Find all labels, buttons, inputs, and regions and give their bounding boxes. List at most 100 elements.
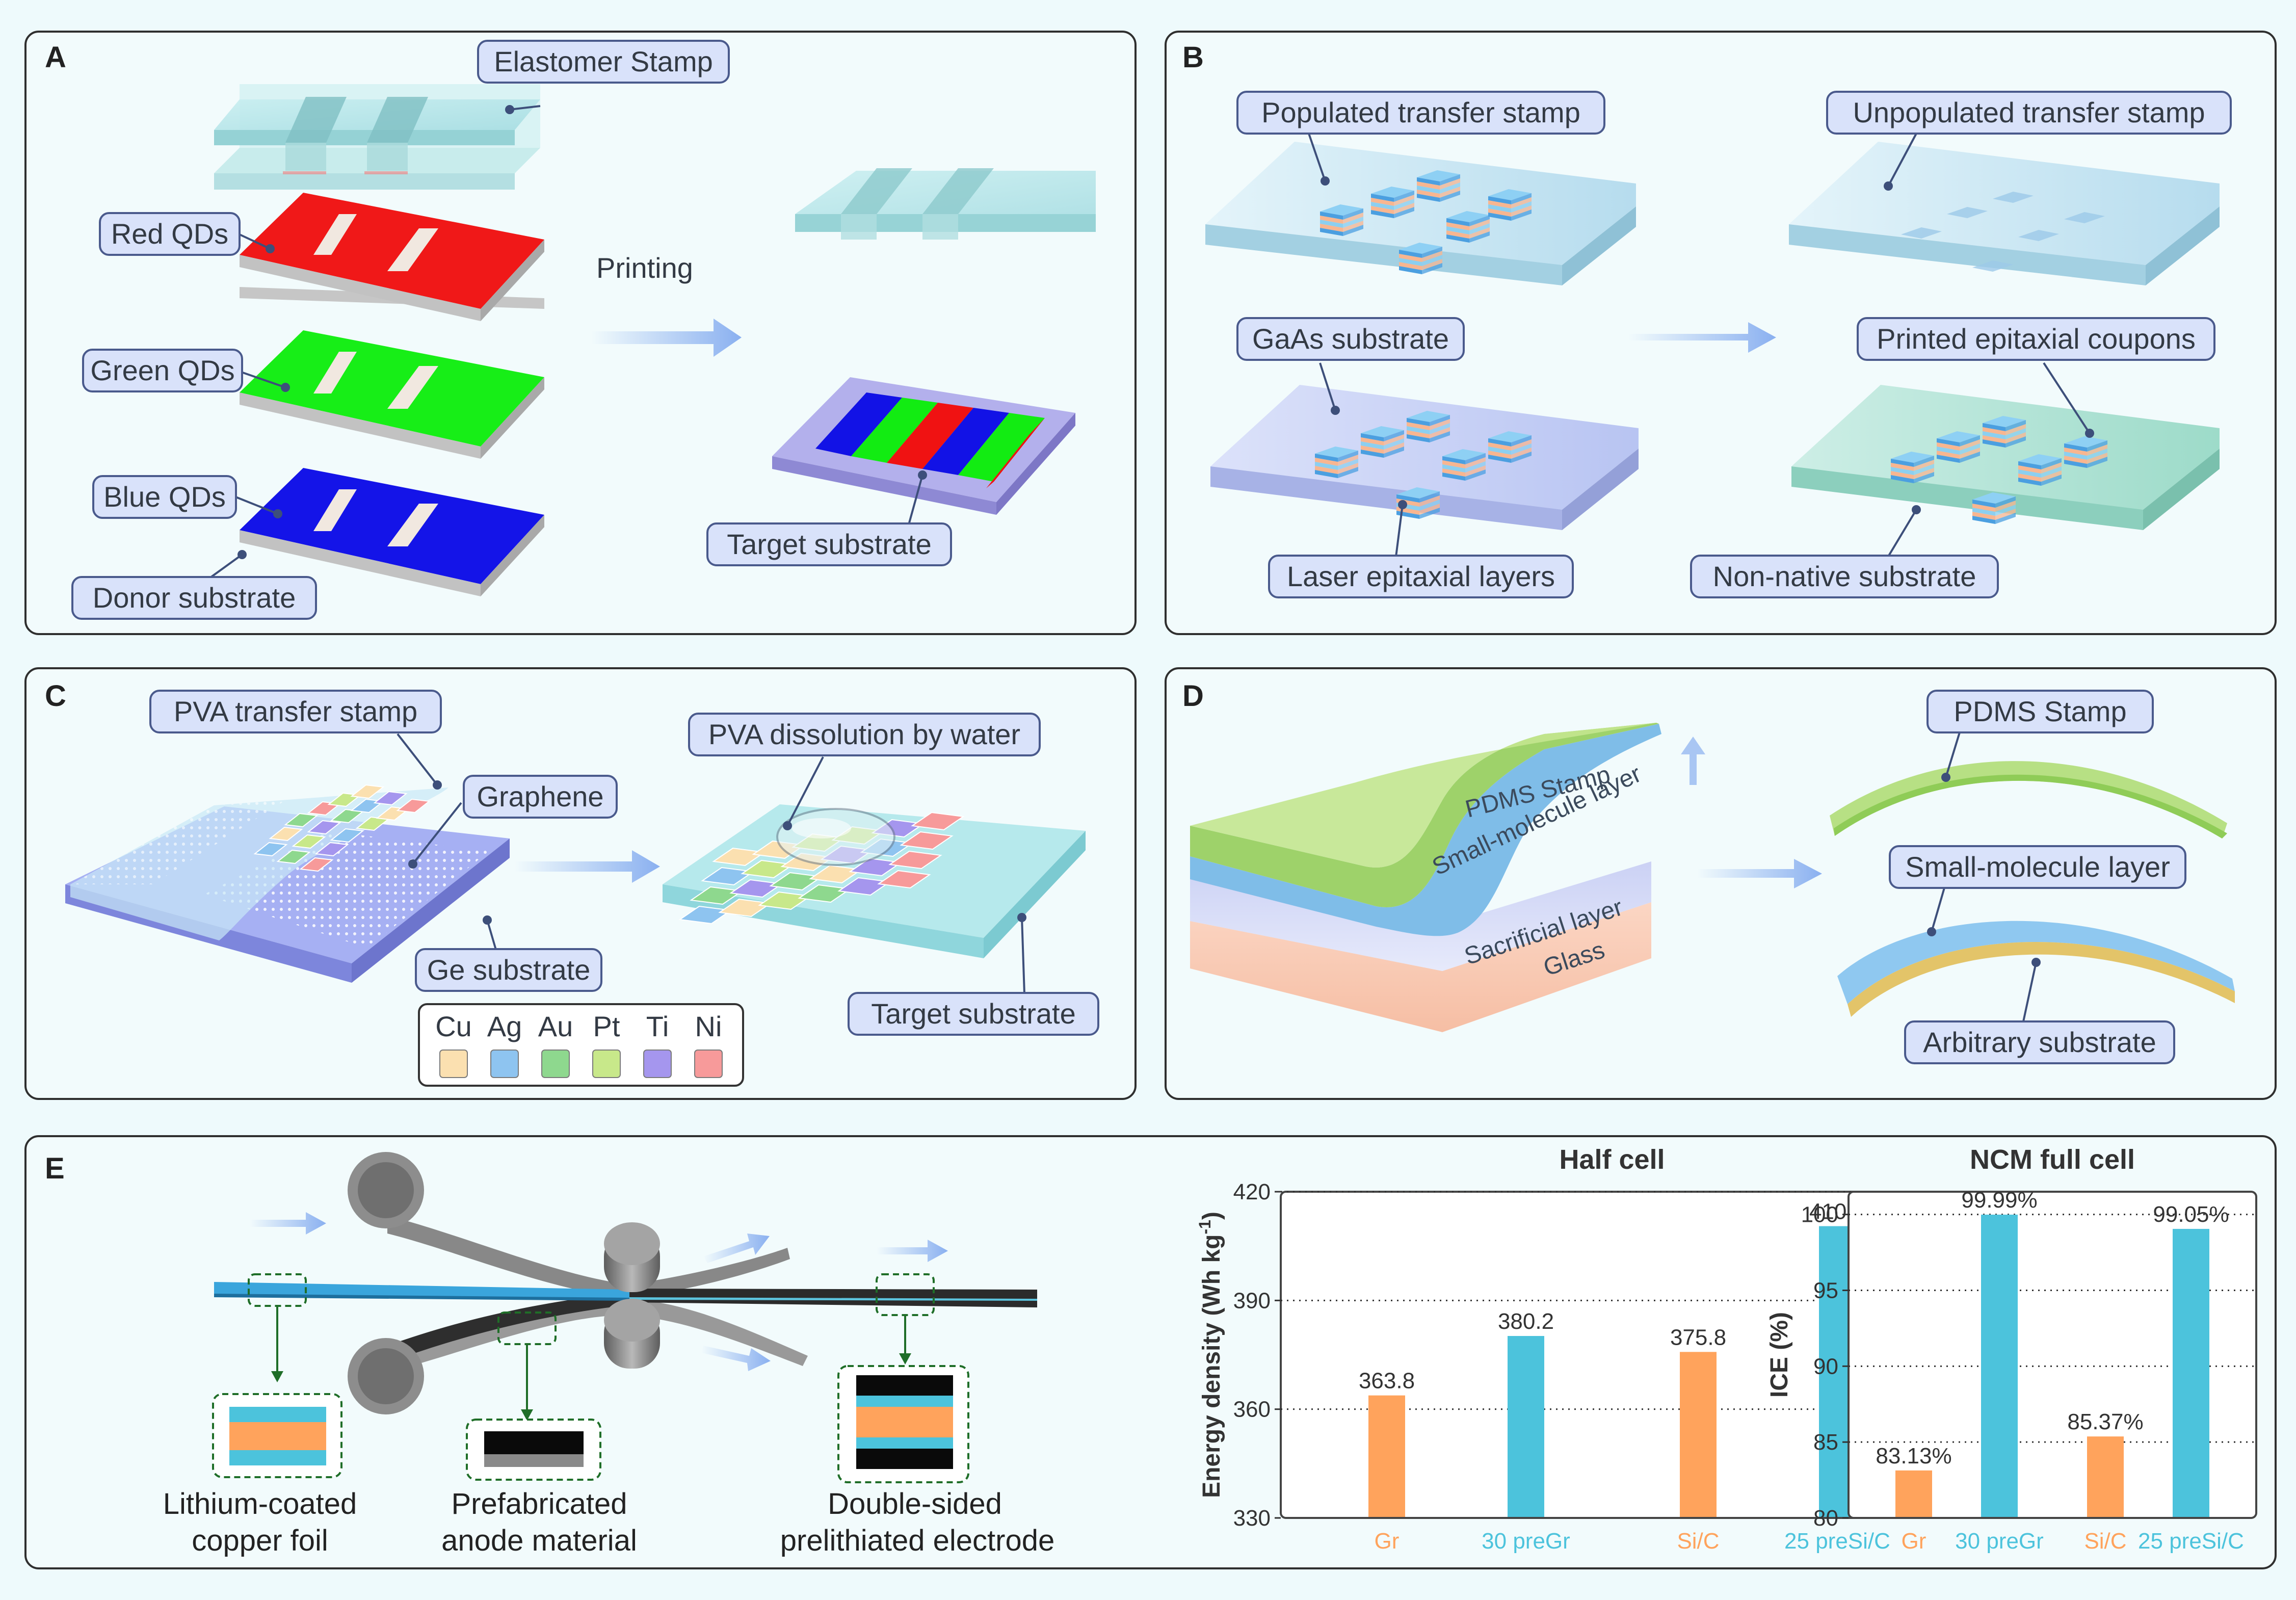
populated-stamp-label: Populated transfer stamp <box>1261 96 1580 128</box>
printed-coupon <box>1891 452 1934 483</box>
panel-e-process: Lithium-coated copper foil Prefabricated… <box>163 1152 1054 1557</box>
gaas-chip <box>1488 431 1532 463</box>
gaas-chips <box>1315 411 1532 519</box>
flow-arrow-3 <box>877 1240 948 1262</box>
bar <box>1680 1352 1717 1517</box>
plot-area <box>1848 1191 2257 1519</box>
bar <box>1368 1395 1405 1517</box>
electrode-caption-line1: Double-sided <box>828 1487 1002 1520</box>
red-qds-label: Red QDs <box>111 218 228 250</box>
target-substrate-rgb <box>772 377 1075 515</box>
flow-arrow-4 <box>701 1346 771 1371</box>
stamp-chip <box>1417 170 1460 202</box>
sacrificial-layer <box>1190 861 1651 971</box>
stamp-chip <box>1371 187 1414 218</box>
roller-top-left <box>348 1152 424 1228</box>
graphene-label: Graphene <box>477 780 603 812</box>
legend-label: Ni <box>695 1010 722 1042</box>
category-label: 25 preSi/C <box>1784 1529 1890 1554</box>
panel-a-frame <box>24 31 1137 635</box>
gaas-substrate-plate <box>1210 385 1639 510</box>
panel-e-letter: E <box>45 1152 65 1185</box>
anode-cross-section <box>466 1419 601 1481</box>
data-label: 363.8 <box>1359 1369 1415 1394</box>
y-tick-label: 330 <box>1233 1506 1271 1531</box>
roller-bottom-left <box>348 1338 424 1414</box>
category-label: 30 preGr <box>1955 1529 2044 1554</box>
pva-stamp-label: PVA transfer stamp <box>174 695 417 727</box>
roller-top-center <box>604 1222 660 1292</box>
legend-swatch <box>439 1050 468 1078</box>
panel-a-letter: A <box>45 41 66 74</box>
y-tick-label: 420 <box>1233 1179 1271 1204</box>
panel-c-frame <box>24 667 1137 1100</box>
category-label: Gr <box>1902 1529 1926 1554</box>
pva-metal-pad <box>330 828 364 843</box>
legend-swatch <box>490 1050 519 1078</box>
anode-caption-line2: anode material <box>441 1524 637 1557</box>
pva-metal-pad <box>314 842 349 857</box>
printed-coupon <box>1983 416 2026 448</box>
populated-stamp-plate <box>1205 142 1636 265</box>
electrode-cross-section <box>837 1365 969 1483</box>
target-metal-pad <box>900 831 954 850</box>
anode-sheet <box>387 1292 629 1361</box>
pva-metal-pad <box>284 812 319 828</box>
y-axis-label: ICE (%) <box>1766 1312 1793 1398</box>
pva-stamp-metal-pads <box>253 784 431 872</box>
anode-caption-line1: Prefabricated <box>452 1487 627 1520</box>
stamp-chip <box>1488 189 1532 221</box>
data-label: 85.37% <box>2067 1409 2143 1434</box>
legend-label: Pt <box>593 1010 620 1042</box>
panel-c: PVA transfer stamp Graphene Ge substrate… <box>65 690 1099 1087</box>
y-axis-label: Energy density (Wh kg-1) <box>1196 1212 1225 1498</box>
y-tick-label: 360 <box>1233 1397 1271 1422</box>
ncm-full-cell-chart: NCM full cell8085909510083.13%Gr99.99%30… <box>1766 1144 2257 1554</box>
data-label: 380.2 <box>1498 1309 1554 1334</box>
y-tick-label: 90 <box>1813 1354 1838 1379</box>
y-tick-label: 390 <box>1233 1288 1271 1313</box>
ge-substrate-label: Ge substrate <box>427 954 591 986</box>
target-substrate-c-label: Target substrate <box>871 998 1076 1030</box>
small-molecule-layer-on-stack <box>1190 724 1661 936</box>
legend-label: Cu <box>435 1010 472 1042</box>
target-metal-pad <box>888 850 942 870</box>
target-metal-pad <box>877 870 931 889</box>
blue-qds-plate <box>240 468 544 596</box>
coupon-imprint <box>1947 207 1988 218</box>
category-label: Si/C <box>1677 1529 1719 1554</box>
red-qds-plate <box>240 193 544 321</box>
panel-d-arrow <box>1697 859 1822 888</box>
printed-coupons <box>1891 416 2107 524</box>
pva-metal-pad <box>269 826 303 842</box>
panel-d: PDMS Stamp Small-molecule layer Sacrific… <box>1190 690 2235 1064</box>
non-native-substrate-label: Non-native substrate <box>1713 560 1976 592</box>
printing-arrow <box>591 319 742 357</box>
coupon-imprint <box>1901 227 1942 239</box>
pdms-stamp-detached <box>1830 761 2227 838</box>
category-label: 30 preGr <box>1482 1529 1570 1554</box>
gaas-substrate-label: GaAs substrate <box>1252 323 1449 355</box>
panel-c-arrow <box>515 850 660 883</box>
legend-label: Au <box>538 1010 573 1042</box>
data-label: 99.05% <box>2153 1202 2229 1227</box>
legend-swatch <box>592 1050 621 1078</box>
populated-stamp-chips <box>1320 170 1532 274</box>
pdms-stamp-on-stack <box>1190 723 1659 908</box>
small-molecule-label: Small-molecule layer <box>1905 851 2170 883</box>
right-stamp-drawing <box>795 168 1096 240</box>
pva-metal-pad <box>253 842 288 857</box>
y-tick-label: 100 <box>1801 1202 1838 1227</box>
lithium-copper-foil <box>214 1282 629 1299</box>
gaas-chip <box>1315 447 1358 478</box>
pva-metal-pad <box>292 834 326 849</box>
panel-b: Populated transfer stamp Unpopulated tra… <box>1205 91 2232 598</box>
printed-coupon <box>1972 492 2016 524</box>
arbitrary-substrate-layer <box>1848 941 2235 1017</box>
panel-a: Printing <box>71 40 1096 620</box>
flow-arrow-1 <box>250 1212 326 1235</box>
y-tick-label: 80 <box>1813 1506 1838 1531</box>
legend-swatch <box>643 1050 672 1078</box>
legend-label: Ti <box>646 1010 669 1042</box>
pva-metal-pad <box>276 849 311 864</box>
